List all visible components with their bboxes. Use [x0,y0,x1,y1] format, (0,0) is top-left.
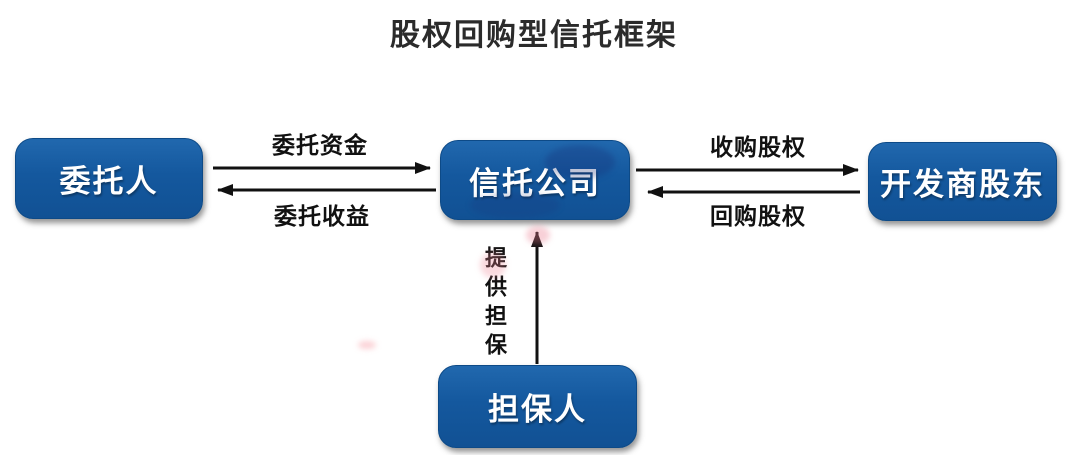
edge-label-provide-guarantee: 提供担保 [482,246,507,362]
edge-label-entrusted-funds: 委托资金 [272,132,368,158]
node-trustor: 委托人 [15,138,203,219]
node-developer-shareholder: 开发商股东 [868,142,1057,221]
node-trust-company: 信托公司 [440,140,630,220]
diagram-title: 股权回购型信托框架 [390,19,678,52]
edge-label-entrusted-returns: 委托收益 [274,203,370,229]
edge-label-repurchase-equity: 回购股权 [710,203,806,229]
edge-label-acquire-equity: 收购股权 [710,134,806,160]
node-guarantor: 担保人 [438,365,637,448]
